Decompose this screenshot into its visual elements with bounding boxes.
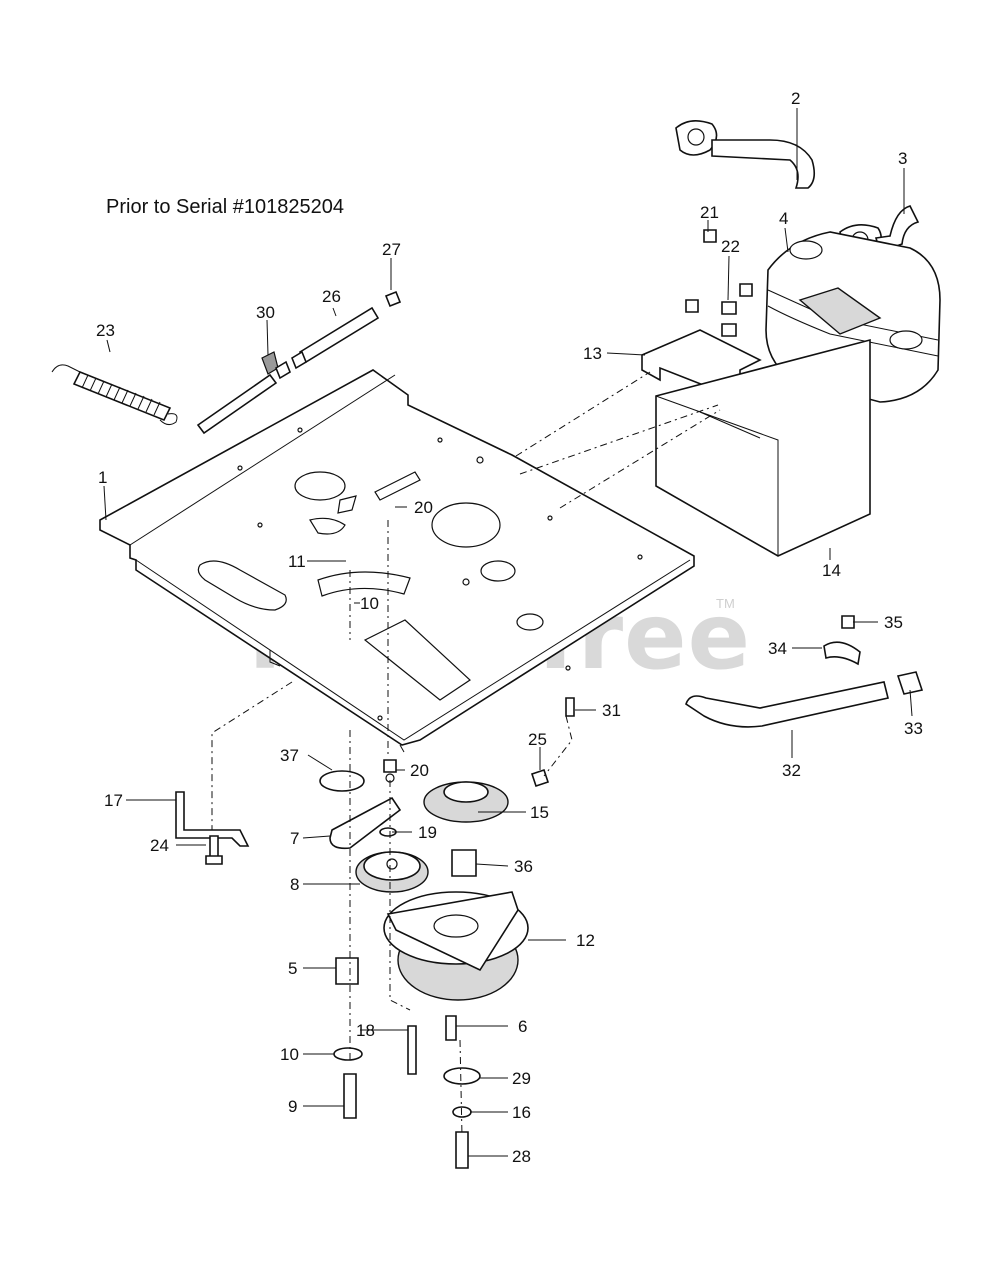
trademark-mark: TM — [716, 596, 735, 611]
callout-25: 25 — [528, 730, 547, 749]
extension-spring — [51, 364, 178, 426]
callout-26: 26 — [322, 287, 341, 306]
callout-34: 34 — [768, 639, 787, 658]
callout-21: 21 — [700, 203, 719, 222]
callout-9: 9 — [288, 1097, 297, 1116]
control-rod — [291, 290, 402, 370]
callout-5: 5 — [288, 959, 297, 978]
callout-20a: 20 — [414, 498, 433, 517]
idler-bracket — [175, 791, 250, 865]
callout-33: 33 — [904, 719, 923, 738]
callout-37: 37 — [280, 746, 299, 765]
callout-36: 36 — [514, 857, 533, 876]
fuel-line-assembly — [685, 615, 924, 728]
bolts-21-22 — [685, 229, 753, 337]
callout-1: 1 — [98, 468, 107, 487]
drive-parts — [319, 697, 575, 1169]
callout-27: 27 — [382, 240, 401, 259]
callout-17: 17 — [104, 791, 123, 810]
diagram-caption: Prior to Serial #101825204 — [106, 196, 344, 218]
callout-15: 15 — [530, 803, 549, 822]
callout-28: 28 — [512, 1147, 531, 1166]
heat-shield — [655, 338, 871, 557]
deck-plate — [99, 369, 695, 753]
callout-22: 22 — [721, 237, 740, 256]
callout-18: 18 — [356, 1021, 375, 1040]
leader-lines — [103, 108, 913, 1157]
callout-30: 30 — [256, 303, 275, 322]
alignment-lines — [211, 371, 721, 1137]
callout-31: 31 — [602, 701, 621, 720]
callout-labels: 1 2 3 4 5 6 7 8 9 10 10 11 12 13 14 15 1… — [96, 89, 923, 1166]
callout-29: 29 — [512, 1069, 531, 1088]
callout-8: 8 — [290, 875, 299, 894]
pto-clutch — [383, 891, 529, 1001]
callout-16: 16 — [512, 1103, 531, 1122]
callout-35: 35 — [884, 613, 903, 632]
callout-10b: 10 — [280, 1045, 299, 1064]
callout-13: 13 — [583, 344, 602, 363]
callout-6: 6 — [518, 1017, 527, 1036]
callout-10a: 10 — [360, 594, 379, 613]
callout-19: 19 — [418, 823, 437, 842]
callout-32: 32 — [782, 761, 801, 780]
callout-12: 12 — [576, 931, 595, 950]
callout-24: 24 — [150, 836, 169, 855]
callout-23: 23 — [96, 321, 115, 340]
callout-7: 7 — [290, 829, 299, 848]
callout-11: 11 — [288, 552, 306, 571]
callout-2: 2 — [791, 89, 800, 108]
callout-14: 14 — [822, 561, 841, 580]
callout-4: 4 — [779, 209, 788, 228]
callout-20b: 20 — [410, 761, 429, 780]
pivot-rod — [196, 351, 291, 435]
callout-3: 3 — [898, 149, 907, 168]
